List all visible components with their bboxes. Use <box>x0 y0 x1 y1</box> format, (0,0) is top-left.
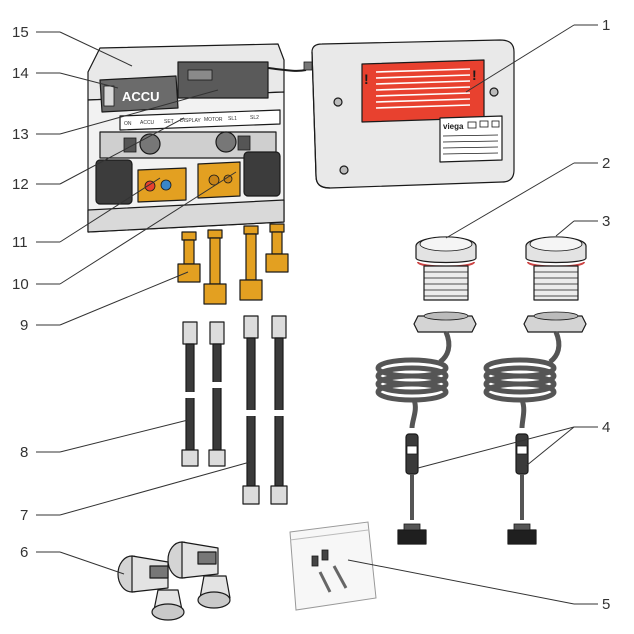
long-hoses <box>242 315 288 505</box>
hex-nut <box>523 315 587 333</box>
accu-label: ACCU <box>122 89 160 104</box>
brass-adapter <box>239 225 263 301</box>
type-plate: viega <box>439 115 503 163</box>
callout-6: 6 <box>20 544 28 561</box>
connector-label-motor: MOTOR <box>204 117 223 123</box>
hex-nut <box>413 315 477 333</box>
screw-icon <box>339 165 349 175</box>
angle-valves <box>117 541 231 621</box>
short-hoses <box>181 321 226 467</box>
brass-adapter <box>265 223 289 273</box>
braided-hose <box>181 321 199 467</box>
connector-label-accu: ACCU <box>140 120 155 126</box>
brand-label: viega <box>443 122 464 131</box>
left-motor <box>95 159 133 205</box>
callout-4: 4 <box>602 419 610 436</box>
hot-indicator <box>144 180 156 192</box>
control-unit: ACCU ON ACCU SET DISPLAY MOTOR SL1 SL2 <box>87 43 307 233</box>
callout-12: 12 <box>12 176 29 193</box>
screw-icon <box>489 87 499 97</box>
angle-valve <box>117 555 185 621</box>
callout-11: 11 <box>12 234 28 251</box>
exclamation-icon: ! <box>472 67 477 83</box>
callout-1: 1 <box>602 17 610 34</box>
leader-lines <box>36 24 598 605</box>
right-motor <box>243 151 281 197</box>
motor-assembly <box>99 131 277 159</box>
screw-bag <box>289 521 377 611</box>
battery-icon <box>103 85 115 107</box>
connector-label-sl1: SL1 <box>228 116 237 122</box>
screw-icon <box>333 97 343 107</box>
braided-hose <box>270 315 288 505</box>
accu-battery: ACCU <box>99 75 179 113</box>
callout-9: 9 <box>20 317 28 334</box>
actuator-assembly-left <box>375 236 477 545</box>
callout-8: 8 <box>20 444 28 461</box>
callout-10: 10 <box>12 276 29 293</box>
callout-3: 3 <box>602 213 610 230</box>
front-cover: ! ! viega <box>303 39 515 189</box>
brass-adapters <box>177 223 289 305</box>
connector-label-set: SET <box>164 119 174 125</box>
connector-label-on: ON <box>124 121 132 127</box>
screw-icon <box>311 549 348 593</box>
callout-5: 5 <box>602 596 610 613</box>
angle-valve <box>167 541 231 609</box>
callout-13: 13 <box>12 126 29 143</box>
callout-7: 7 <box>20 507 28 524</box>
callout-15: 15 <box>12 24 29 41</box>
braided-hose <box>208 321 226 467</box>
connector-label-sl2: SL2 <box>250 115 259 121</box>
callout-labels: 15 14 13 12 11 10 9 8 7 6 1 2 3 4 5 <box>12 17 610 613</box>
callout-14: 14 <box>12 65 29 82</box>
cold-indicator <box>160 179 172 191</box>
brass-adapter <box>203 229 227 305</box>
braided-hose <box>242 315 260 505</box>
connector-label-display: DISPLAY <box>180 118 201 124</box>
actuator-assembly-right <box>483 236 587 545</box>
exclamation-icon: ! <box>364 71 369 87</box>
plug-icon <box>507 529 537 545</box>
plug-icon <box>397 529 427 545</box>
warning-label: ! ! <box>361 59 485 123</box>
callout-2: 2 <box>602 155 610 172</box>
